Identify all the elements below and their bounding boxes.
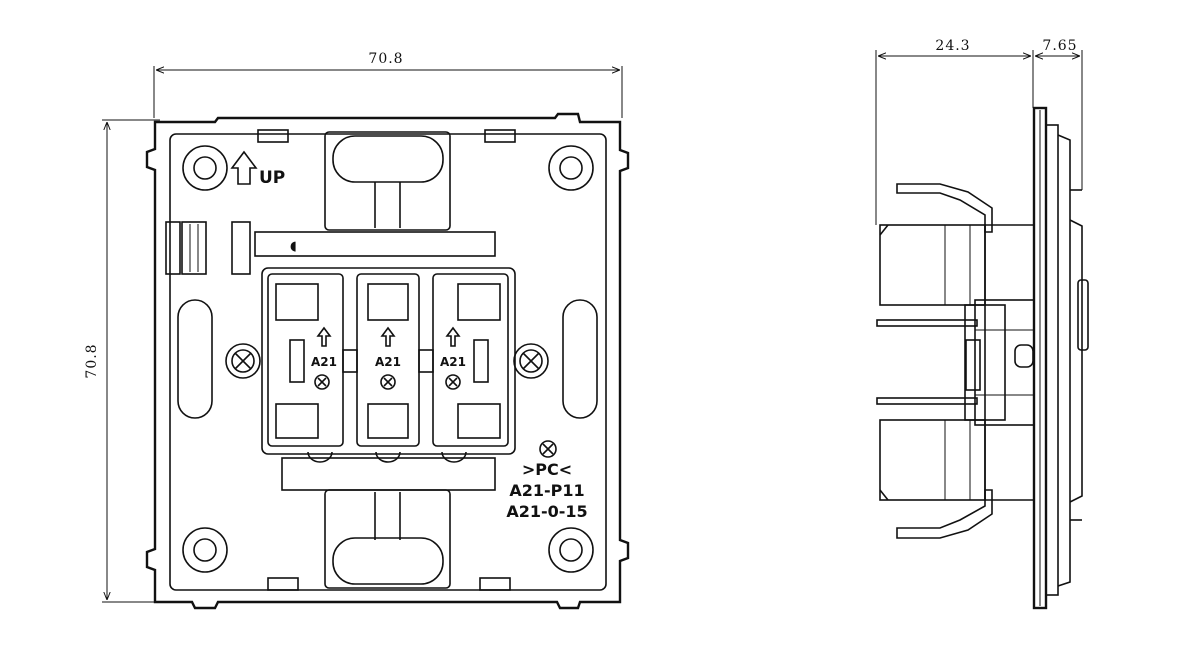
module-1-arrow-icon	[316, 326, 332, 347]
mechanism-body: ◖	[254, 231, 516, 491]
up-marker: UP	[230, 150, 285, 188]
mounting-hole-bottom-right	[548, 527, 594, 573]
bottom-slot	[267, 489, 511, 591]
material-label: >PC<	[522, 460, 572, 479]
module-3-cross-icon	[445, 374, 461, 390]
depth-dimension-value: 24.3	[935, 38, 970, 54]
front-view: 70.8 70.8 UP	[84, 51, 630, 610]
module-3-arrow-icon	[445, 326, 461, 347]
terminal-module-1: A21	[267, 273, 344, 447]
module-bridges	[289, 339, 489, 383]
mounting-hole-top-left	[182, 145, 228, 191]
side-view: 24.3 7.65	[875, 38, 1089, 610]
up-marker-label: UP	[259, 168, 285, 188]
module-1-label: A21	[311, 355, 337, 369]
mounting-screw-right-icon	[513, 343, 549, 379]
right-slot	[562, 299, 598, 419]
recycle-cross-icon	[539, 440, 557, 458]
mounting-screw-left-icon	[225, 343, 261, 379]
outer-frame	[145, 112, 630, 610]
side-body	[964, 224, 1035, 501]
module-2-arrow-icon	[380, 326, 396, 347]
module-2-label: A21	[375, 355, 401, 369]
lower-rocker	[879, 419, 993, 539]
mounting-hole-bottom-left	[182, 527, 228, 573]
height-dimension: 70.8	[84, 119, 160, 603]
part-number-label: A21-P11	[509, 481, 584, 500]
terminal-module-2: A21	[356, 273, 420, 447]
width-dimension: 70.8	[153, 51, 623, 118]
upper-rocker	[879, 183, 993, 306]
left-slot	[177, 299, 213, 419]
flange-dimension: 7.65	[1035, 38, 1083, 190]
depth-dimension: 24.3	[875, 38, 1034, 225]
flange-dimension-value: 7.65	[1042, 38, 1077, 54]
front-plate	[1032, 106, 1089, 610]
mounting-hole-top-right	[548, 145, 594, 191]
module-2-cross-icon	[380, 374, 396, 390]
inner-frame	[169, 133, 607, 591]
width-dimension-value: 70.8	[368, 51, 403, 67]
polarity-mark: ◖	[290, 239, 297, 254]
terminal-pins	[876, 319, 978, 405]
terminal-module-3: A21	[432, 273, 509, 447]
markings: >PC< A21-P11 A21-0-15	[506, 440, 588, 521]
part-code-label: A21-0-15	[506, 502, 587, 521]
left-clip	[165, 221, 251, 275]
height-dimension-value: 70.8	[84, 343, 100, 378]
up-arrow-icon	[230, 150, 258, 185]
module-3-label: A21	[440, 355, 466, 369]
top-slot	[257, 129, 516, 231]
module-1-cross-icon	[314, 374, 330, 390]
bottom-terminals	[307, 451, 467, 463]
